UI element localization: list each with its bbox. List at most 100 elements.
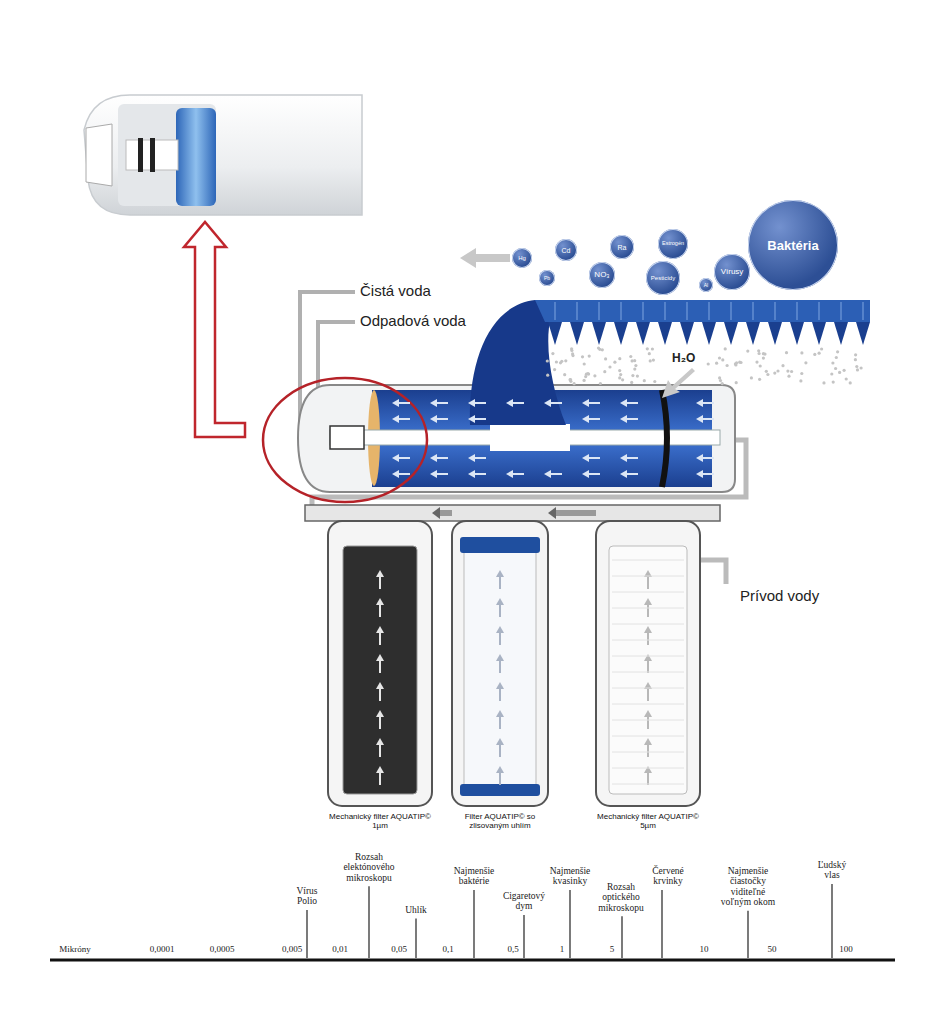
membrane-stripe (753, 302, 754, 320)
axis-value: 100 (839, 945, 853, 955)
water-particle (651, 347, 654, 350)
water-particle (707, 362, 710, 365)
water-particle (634, 364, 637, 367)
scale-tick (523, 915, 524, 958)
axis-value: 0,0001 (150, 945, 175, 955)
membrane-pore (680, 322, 694, 345)
bubble-label: Baktéria (767, 239, 818, 252)
pleat-line (612, 704, 684, 705)
scale-annotation: Rozsah elektónového mikroskopu (336, 852, 402, 883)
water-particle (738, 361, 741, 364)
water-particle (734, 362, 737, 365)
arrow-head (432, 507, 440, 519)
pleat-line (612, 592, 684, 593)
flow-arrow-head (620, 415, 627, 423)
flow-arrow-head (376, 710, 384, 717)
scale-tick (306, 910, 307, 958)
water-particle (750, 376, 753, 379)
water-particle (633, 359, 636, 362)
flow-arrow-shaft (647, 603, 649, 617)
water-particle (560, 360, 563, 363)
water-particle (804, 361, 807, 364)
molecule-bubble: Estrogén (658, 229, 688, 259)
flow-arrow-shaft (647, 575, 649, 589)
bubble-label: Hg (518, 255, 526, 261)
pleat-line (612, 560, 684, 561)
flow-arrow-head (644, 710, 652, 717)
molecule-bubble: Hg (512, 248, 532, 268)
axis-unit: Mikróny (59, 945, 91, 955)
flow-arrow-head (468, 470, 475, 478)
membrane-pore (570, 322, 584, 345)
axis-value: 0,0005 (210, 945, 235, 955)
bubble-label: Pb (544, 276, 550, 281)
membrane-cutaway (118, 104, 216, 206)
inlet-pipe (700, 560, 726, 584)
bubble-label: Cd (562, 247, 571, 254)
water-particle (831, 361, 834, 364)
flow-arrow-head (544, 399, 551, 407)
water-particle (551, 352, 554, 355)
pipe-label: Čistá voda (360, 283, 431, 300)
water-particle (854, 353, 857, 356)
water-arrow (662, 368, 695, 398)
flow-arrow-head (582, 415, 589, 423)
flow-arrow-head (620, 454, 627, 462)
molecule-bubble: Baktéria (748, 200, 838, 290)
flow-arrow-head (582, 454, 589, 462)
ro-end-fitting (330, 426, 364, 449)
membrane-stripe (555, 302, 556, 320)
water-particle (618, 357, 621, 360)
flow-arrow-head (696, 399, 703, 407)
molecule-bubble: Cd (555, 239, 577, 261)
membrane-stripe (775, 302, 776, 320)
scale-annotation: Najmenšie baktérie (446, 866, 502, 887)
axis-value: 0,05 (391, 945, 407, 955)
water-particle (746, 350, 749, 353)
bubble-label: Al (704, 283, 708, 288)
water-particle (766, 373, 769, 376)
flow-arrow-head (376, 738, 384, 745)
membrane-stripe (819, 302, 820, 320)
flow-arrow-head (376, 654, 384, 661)
water-particle (618, 376, 621, 379)
flow-arrow-shaft (499, 715, 501, 729)
pleat-line (612, 576, 684, 577)
particle-arrow (460, 248, 510, 268)
flow-arrow-head (544, 470, 551, 478)
flow-arrow-head (496, 738, 504, 745)
membrane-pore (614, 322, 628, 345)
filter-bowl (596, 521, 700, 806)
membrane-stripe (643, 302, 644, 320)
water-particle (856, 368, 859, 371)
flow-arrow-shaft (379, 743, 381, 757)
callout-circle (263, 378, 427, 502)
axis-value: 1 (560, 945, 565, 955)
membrane-stripe (599, 302, 600, 320)
membrane-ring (150, 138, 155, 172)
water-particle (726, 364, 729, 367)
water-particle (715, 362, 718, 365)
water-particle (613, 361, 616, 364)
scale-tick (473, 890, 474, 958)
water-particle (762, 357, 765, 360)
membrane-pore (592, 322, 606, 345)
filter-header (305, 505, 720, 521)
water-particle (765, 370, 768, 373)
flow-arrow-head (696, 454, 703, 462)
water-particle (818, 352, 821, 355)
membrane-stripe (665, 302, 666, 320)
membrane-pore (702, 322, 716, 345)
water-particle (546, 359, 549, 362)
flow-arrow-shaft (499, 575, 501, 589)
water-particle (588, 355, 591, 358)
pleat-line (612, 656, 684, 657)
water-particle (573, 382, 576, 385)
scale-annotation: Vírus Polio (286, 886, 328, 907)
flow-arrow-shaft (647, 771, 649, 785)
callout-arrow (184, 222, 245, 437)
water-particle (787, 375, 790, 378)
water-particle (649, 359, 652, 362)
flow-arrow-head (430, 415, 437, 423)
water-particle (648, 352, 651, 355)
